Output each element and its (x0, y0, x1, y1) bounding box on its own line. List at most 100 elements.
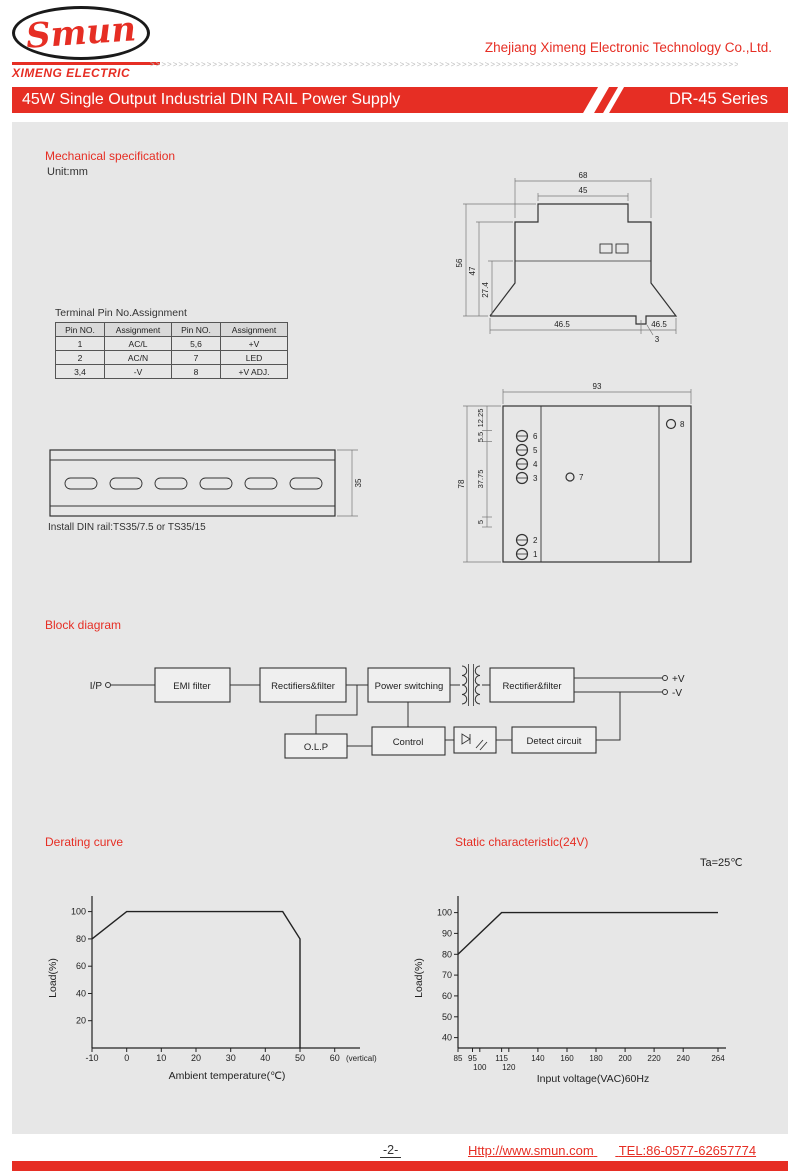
pin-table-header: Pin NO. (171, 322, 221, 337)
dim-5: 5 (476, 520, 485, 524)
static-xtick-marks (457, 1048, 719, 1052)
derating-curve (91, 910, 301, 1048)
pin-cell: 5,6 (171, 336, 221, 351)
dim-93: 93 (593, 382, 602, 391)
pin-table-header: Assignment (104, 322, 172, 337)
dim-46-5-left: 46.5 (554, 320, 570, 329)
static-axes (457, 896, 726, 1049)
footer-link[interactable]: Http://www.smun.com TEL:86-0577-62657774 (468, 1143, 756, 1158)
dim-47: 47 (468, 266, 477, 275)
profile-dim-labels: 68 45 56 47 27.4 46.5 46.5 3 (455, 171, 667, 344)
content-panel (12, 122, 788, 1134)
logo-underline (12, 62, 160, 65)
dim-45: 45 (579, 186, 588, 195)
derating-ylabel: Load(%) (47, 958, 59, 998)
static-curve (457, 911, 718, 955)
profile-outline (489, 203, 678, 325)
dim-3: 3 (655, 335, 660, 344)
adj-8-label: 8 (680, 420, 685, 429)
pin-table: Pin NO. Assignment Pin NO. Assignment 1 … (55, 322, 288, 379)
xtick: 120 (502, 1063, 516, 1072)
unit-note: Unit:mm (47, 166, 88, 178)
pin-cell: +V (220, 336, 288, 351)
derating-title: Derating curve (45, 835, 124, 849)
series-name: DR-45 Series (668, 90, 768, 108)
pin-table-row: 1 AC/L 5,6 +V (55, 336, 288, 351)
static-ytick-labels: 100 90 80 70 60 50 40 (437, 908, 452, 1043)
xtick: 160 (560, 1054, 574, 1063)
ytick: 100 (71, 907, 86, 917)
dim-5-5: 5.5 (476, 432, 485, 442)
xtick: 85 (454, 1054, 463, 1063)
pin-cell: -V (104, 364, 172, 379)
pin-5-label: 5 (533, 446, 538, 455)
block-diagram-wires (105, 664, 668, 747)
footer-url[interactable]: Http://www.smun.com (468, 1143, 594, 1158)
xtick: 95 (468, 1054, 477, 1063)
pin-cell: 8 (171, 364, 221, 379)
company-name: Zhejiang Ximeng Electronic Technology Co… (484, 40, 772, 55)
xtick: 140 (531, 1054, 545, 1063)
din-rail-drawing: 35 (49, 449, 363, 517)
xtick: 100 (473, 1063, 487, 1072)
profile-drawing: 68 45 56 47 27.4 46.5 46.5 3 (455, 171, 678, 344)
vertical-note: (vertical) (346, 1054, 377, 1063)
block-diagram-boxes (154, 667, 597, 759)
xtick: 264 (711, 1054, 725, 1063)
xtick: 220 (647, 1054, 661, 1063)
detect-circuit-label: Detect circuit (527, 736, 582, 747)
pin-table-row: 3,4 -V 8 +V ADJ. (55, 364, 288, 379)
front-view-drawing: 93 78 12.25 5.5 37.75 5 6 5 4 3 2 1 7 8 (457, 382, 692, 563)
pin-cell: 1 (55, 336, 105, 351)
dim-12-25: 12.25 (476, 409, 485, 428)
pin-cell: 2 (55, 350, 105, 365)
pin-4-label: 4 (533, 460, 538, 469)
xtick: 10 (156, 1053, 166, 1063)
derating-xtick-labels: -10 0 10 20 30 40 50 60 (vertical) (85, 1053, 377, 1063)
rail-dim-lines (337, 449, 358, 517)
dim-68: 68 (579, 171, 588, 180)
ytick: 70 (442, 970, 452, 980)
ytick: 40 (442, 1033, 452, 1043)
dim-56: 56 (455, 258, 464, 267)
front-dim-lines (463, 389, 692, 563)
power-switching-label: Power switching (375, 681, 444, 692)
rectifiers-filter-label: Rectifiers&filter (271, 681, 335, 692)
ytick: 80 (76, 934, 86, 944)
ytick: 60 (76, 961, 86, 971)
pin-table-header: Pin NO. (55, 322, 105, 337)
pin-cell: 3,4 (55, 364, 105, 379)
ytick: 20 (76, 1016, 86, 1026)
static-xtick-labels: 85 95 100 115 120 140 160 180 200 220 24… (454, 1054, 726, 1072)
front-outline (502, 405, 692, 563)
pin-cell: +V ADJ. (220, 364, 288, 379)
derating-xlabel: Ambient temperature(℃) (169, 1070, 286, 1082)
dim-46-5-right: 46.5 (651, 320, 667, 329)
logo-text: Smun (24, 9, 138, 57)
ta-annotation: Ta=25℃ (700, 857, 743, 869)
rail-outline (49, 449, 336, 517)
dim-37-75: 37.75 (476, 470, 485, 489)
derating-ytick-marks (88, 911, 92, 1022)
dim-78: 78 (457, 479, 466, 488)
ytick: 90 (442, 928, 452, 938)
logo-ellipse: Smun (12, 6, 150, 60)
xtick: 20 (191, 1053, 201, 1063)
block-diagram-title: Block diagram (45, 618, 122, 632)
page-title: 45W Single Output Industrial DIN RAIL Po… (22, 91, 401, 108)
pin-2-label: 2 (533, 536, 538, 545)
dim-27-4: 27.4 (481, 282, 490, 298)
derating-ytick-labels: 100 80 60 40 20 (71, 907, 86, 1026)
xtick: 50 (295, 1053, 305, 1063)
pin-cell: AC/L (104, 336, 172, 351)
profile-dim-lines (463, 178, 677, 336)
rectifier-filter-label: Rectifier&filter (502, 681, 561, 692)
static-chart: 85 95 100 115 120 140 160 180 200 220 24… (413, 896, 726, 1085)
derating-axes (91, 896, 360, 1049)
static-ytick-marks (454, 912, 458, 1039)
page-number: -2- (380, 1143, 402, 1158)
rail-install-note: Install DIN rail:TS35/7.5 or TS35/15 (48, 522, 206, 533)
static-xlabel: Input voltage(VAC)60Hz (537, 1073, 649, 1085)
led-7-label: 7 (579, 473, 584, 482)
